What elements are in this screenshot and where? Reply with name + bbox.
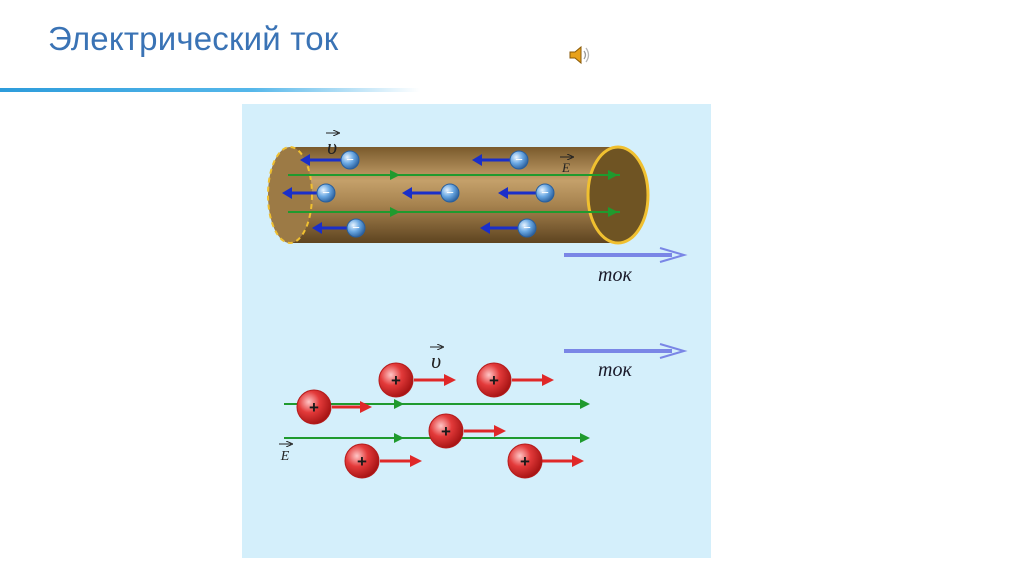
svg-text:+: + (391, 371, 401, 390)
title-underline (0, 88, 420, 92)
electron-3: − (282, 183, 336, 203)
svg-text:+: + (309, 398, 319, 417)
svg-text:−: − (515, 152, 523, 167)
svg-text:υ: υ (327, 134, 337, 159)
field-label-top: E (560, 157, 572, 175)
svg-text:−: − (541, 185, 549, 200)
current-arrow-bottom: ток (564, 343, 688, 381)
electrons: − − − − (282, 150, 555, 238)
svg-text:+: + (489, 371, 499, 390)
svg-text:+: + (441, 422, 451, 441)
protons: + + + + (296, 362, 584, 479)
svg-text:+: + (357, 452, 367, 471)
proton-2: + (476, 362, 554, 398)
electron-2: − (472, 150, 529, 170)
svg-text:−: − (446, 185, 454, 200)
electron-5: − (498, 183, 555, 203)
field-lines-conductor (288, 170, 620, 217)
slide-title: Электрический ток (48, 20, 339, 57)
proton-6: + (507, 443, 584, 479)
velocity-label-top: υ (326, 133, 338, 159)
proton-4: + (428, 413, 506, 449)
electron-1: − (300, 150, 360, 170)
speaker-icon[interactable] (568, 44, 594, 66)
svg-text:E: E (280, 449, 290, 464)
proton-3: + (296, 389, 372, 425)
electron-7: − (480, 218, 537, 238)
current-label-bottom: ток (598, 359, 632, 381)
proton-5: + (344, 443, 422, 479)
svg-text:υ: υ (431, 348, 441, 373)
svg-text:−: − (322, 185, 330, 200)
svg-text:−: − (523, 220, 531, 235)
current-diagram: − − − − (242, 104, 711, 558)
current-arrow-top: ток (564, 247, 688, 286)
proton-1: + (378, 362, 456, 398)
electron-6: − (312, 218, 366, 238)
electron-4: − (402, 183, 460, 203)
current-label-top: ток (598, 264, 632, 286)
svg-text:−: − (346, 152, 354, 167)
svg-text:−: − (352, 220, 360, 235)
svg-text:+: + (520, 452, 530, 471)
velocity-label-bottom: υ (430, 347, 442, 373)
svg-text:E: E (561, 160, 570, 175)
field-label-bottom: E (279, 444, 291, 464)
